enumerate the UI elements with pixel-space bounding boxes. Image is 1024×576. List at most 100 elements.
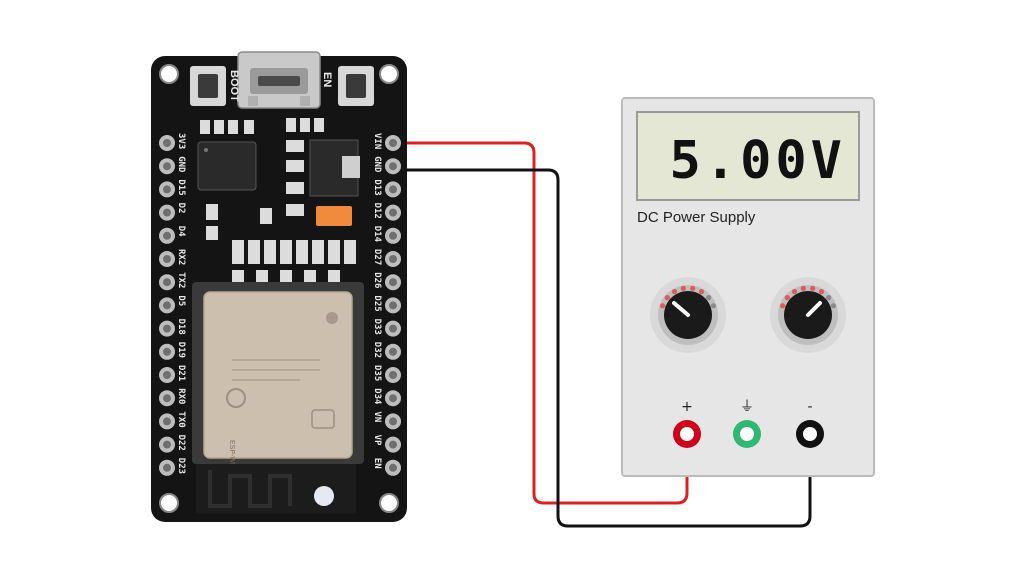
espressif-logo (226, 388, 246, 408)
pin-label: D4 (176, 226, 186, 237)
en-button[interactable] (338, 66, 374, 106)
header-pin[interactable] (159, 367, 175, 383)
header-pin[interactable] (159, 274, 175, 291)
header-pin[interactable] (385, 367, 401, 383)
pin-label: VIN (372, 133, 382, 149)
smd-components (200, 118, 324, 240)
boot-button-label: BOOT (228, 70, 240, 102)
knob-dot (710, 303, 717, 309)
lcd-display (636, 111, 860, 201)
header-pin[interactable] (159, 343, 175, 360)
lcd-voltage-readout: 5.00V (669, 131, 846, 191)
header-pin[interactable] (385, 158, 401, 175)
knob-dot (800, 285, 806, 291)
header-pin[interactable] (385, 343, 401, 360)
pin-label: D12 (372, 203, 382, 219)
pin-label: D25 (372, 295, 382, 311)
mounting-hole (379, 493, 399, 513)
header-pin[interactable] (159, 135, 175, 151)
fcc-mark (311, 409, 335, 429)
knob-dot (660, 303, 666, 309)
pin-label: D27 (372, 249, 382, 265)
pin-label: RX0 (176, 388, 186, 404)
header-pin[interactable] (159, 181, 175, 198)
header-pin[interactable] (385, 297, 401, 314)
knob-dot (698, 289, 705, 295)
header-pin[interactable] (159, 297, 175, 314)
knob-scale-dots (780, 285, 837, 309)
header-pin[interactable] (385, 181, 401, 198)
header-pin[interactable] (385, 436, 401, 453)
pin-label: D18 (176, 319, 186, 335)
dc-power-supply: 5.00V DC Power Supply + ⏚ - (621, 97, 875, 477)
boot-button[interactable] (190, 66, 226, 106)
usb-port (237, 51, 321, 109)
pin-label: 3V3 (176, 133, 186, 149)
negative-wire (405, 168, 812, 528)
knob-dot (664, 295, 670, 301)
negative-terminal-symbol: - (807, 399, 812, 415)
header-pin[interactable] (159, 436, 175, 453)
knob-dot (818, 289, 825, 295)
knob-dot (810, 285, 816, 291)
mounting-hole (379, 64, 399, 84)
header-pin[interactable] (385, 413, 401, 430)
negative-terminal[interactable] (796, 420, 824, 448)
ground-terminal[interactable] (733, 420, 761, 448)
resistor-array (232, 240, 356, 286)
knob-indicator (806, 301, 822, 317)
header-pin[interactable] (159, 158, 175, 175)
header-pin[interactable] (385, 251, 401, 267)
pin-label: D34 (372, 388, 382, 405)
knob-dot (791, 289, 798, 295)
knob-dot (784, 295, 790, 301)
mounting-hole (159, 493, 179, 513)
pin-label: D14 (372, 226, 382, 243)
module-fine-print (232, 359, 320, 381)
voltage-knob[interactable] (650, 277, 726, 353)
header-pin[interactable] (385, 204, 401, 221)
knob-dot (690, 285, 696, 291)
header-pin[interactable] (385, 390, 401, 407)
positive-terminal-symbol: + (681, 399, 693, 415)
positive-terminal[interactable] (673, 420, 701, 448)
header-pin[interactable] (159, 413, 175, 430)
pin-label: D2 (176, 203, 186, 214)
header-pin[interactable] (385, 459, 401, 476)
ground-terminal-symbol: ⏚ (740, 399, 754, 415)
positive-wire (405, 141, 689, 505)
usb-uart-chip (197, 141, 257, 191)
header-pin[interactable] (159, 251, 175, 267)
pin-label: D26 (372, 272, 382, 288)
left-pin-header: 3V3GNDD15D2D4RX2TX2D5D18D19D21RX0TX0D22D… (159, 133, 186, 476)
pin-label: D23 (176, 458, 186, 474)
pin-label: D35 (372, 365, 382, 381)
knob-dot (780, 303, 786, 309)
pin-label: EN (372, 458, 382, 469)
header-pin[interactable] (159, 320, 175, 337)
esp32-board: BOOT EN (151, 51, 407, 522)
en-button-label: EN (321, 72, 333, 87)
mounting-hole (159, 64, 179, 84)
esp-wroom-module: ESP-WROOM-32 (192, 282, 364, 514)
header-pin[interactable] (159, 204, 175, 221)
knob-scale-dots (660, 285, 717, 309)
header-pin[interactable] (385, 227, 401, 244)
knob-dot (830, 303, 837, 309)
knob-dot (826, 295, 832, 301)
header-pin[interactable] (385, 320, 401, 337)
right-pin-header: VINGNDD13D12D14D27D26D25D33D32D35D34VNVP… (372, 133, 401, 476)
header-pin[interactable] (159, 390, 175, 407)
header-pin[interactable] (159, 459, 175, 476)
pin-label: VP (372, 435, 382, 446)
knob-dot (706, 295, 712, 301)
header-pin[interactable] (385, 274, 401, 291)
current-knob[interactable] (770, 277, 846, 353)
pin-label: GND (372, 156, 382, 173)
header-pin[interactable] (159, 227, 175, 244)
pin-label: D5 (176, 295, 186, 306)
pin-label: D15 (176, 179, 186, 195)
header-pin[interactable] (385, 135, 401, 151)
pin-label: VN (372, 411, 382, 422)
